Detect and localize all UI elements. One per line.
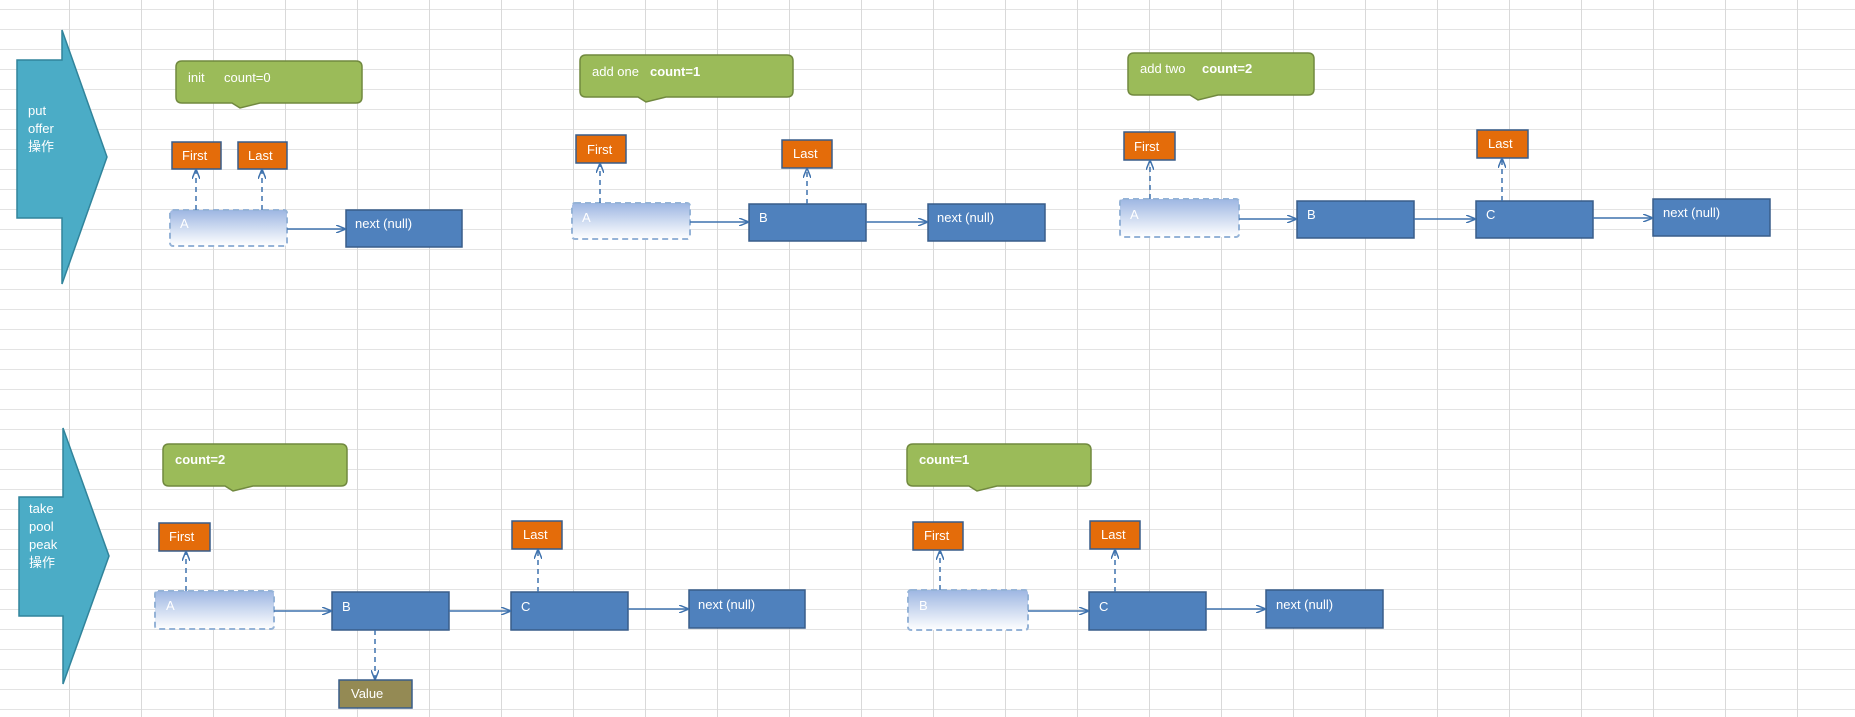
last-pointer-label: Last [793,146,818,161]
node-label: C [521,599,531,614]
callout-count: count=2 [1202,61,1253,76]
callout-count: count=1 [650,64,701,79]
label-line: 操作 [29,555,56,570]
label-line: put [28,103,47,118]
label-line: 操作 [28,139,55,154]
callout-label: add two [1140,61,1186,76]
node-label: B [919,598,928,613]
last-pointer [781,139,833,169]
callout-init [175,60,363,109]
callout-take-count-1 [906,443,1092,492]
node-label: A [582,210,591,225]
value-box [338,679,413,709]
node-a-ghost [1119,198,1240,238]
take-section-arrow [18,427,110,685]
callout-take-count-2 [162,443,348,492]
node-b-ghost [907,589,1029,631]
node-label: A [180,216,189,231]
node-a-ghost [571,202,691,240]
first-pointer [158,522,211,552]
node-label: next (null) [355,216,413,231]
node-c [1475,200,1594,239]
callout-label: add one [592,64,639,79]
label-line: pool [29,519,54,534]
node-label: next (null) [1276,597,1334,612]
last-pointer [237,141,288,170]
put-section-arrow [16,29,108,285]
node-c [1088,591,1207,631]
node-label: B [1307,207,1316,222]
take-section-label: take pool peak 操作 [29,500,57,572]
first-pointer [912,521,964,551]
callout-count: count=1 [919,452,970,467]
value-label: Value [351,686,384,701]
node-a-ghost [169,209,288,247]
label-line: take [29,501,54,516]
node-label: A [1130,207,1139,222]
node-label: next (null) [1663,205,1721,220]
label-line: peak [29,537,58,552]
last-pointer-label: Last [248,148,273,163]
last-pointer-label: Last [523,527,548,542]
callout-add-one [579,54,794,103]
first-pointer-label: First [1134,139,1160,154]
node-label: B [342,599,351,614]
last-pointer-label: Last [1488,136,1513,151]
node-next-null [1652,198,1771,237]
node-next-null [345,209,463,248]
node-next-null [1265,589,1384,629]
node-label: next (null) [937,210,995,225]
first-pointer [1123,131,1176,161]
node-c [510,591,629,631]
last-pointer [1089,520,1141,550]
first-pointer-label: First [587,142,613,157]
node-next-null [927,203,1046,242]
label-line: offer [28,121,54,136]
node-label: B [759,210,768,225]
callout-label: init [188,70,205,85]
put-section-label: put offer 操作 [28,102,54,156]
first-pointer-label: First [924,528,950,543]
last-pointer-label: Last [1101,527,1126,542]
callout-add-two [1127,52,1315,101]
node-label: C [1486,207,1496,222]
first-pointer-label: First [182,148,208,163]
callout-count: count=0 [224,70,271,85]
node-label: C [1099,599,1109,614]
node-next-null [688,589,806,629]
first-pointer-label: First [169,529,195,544]
node-a-ghost [154,590,275,630]
node-label: next (null) [698,597,756,612]
node-label: A [166,598,175,613]
callout-count: count=2 [175,452,226,467]
node-b [331,591,450,631]
